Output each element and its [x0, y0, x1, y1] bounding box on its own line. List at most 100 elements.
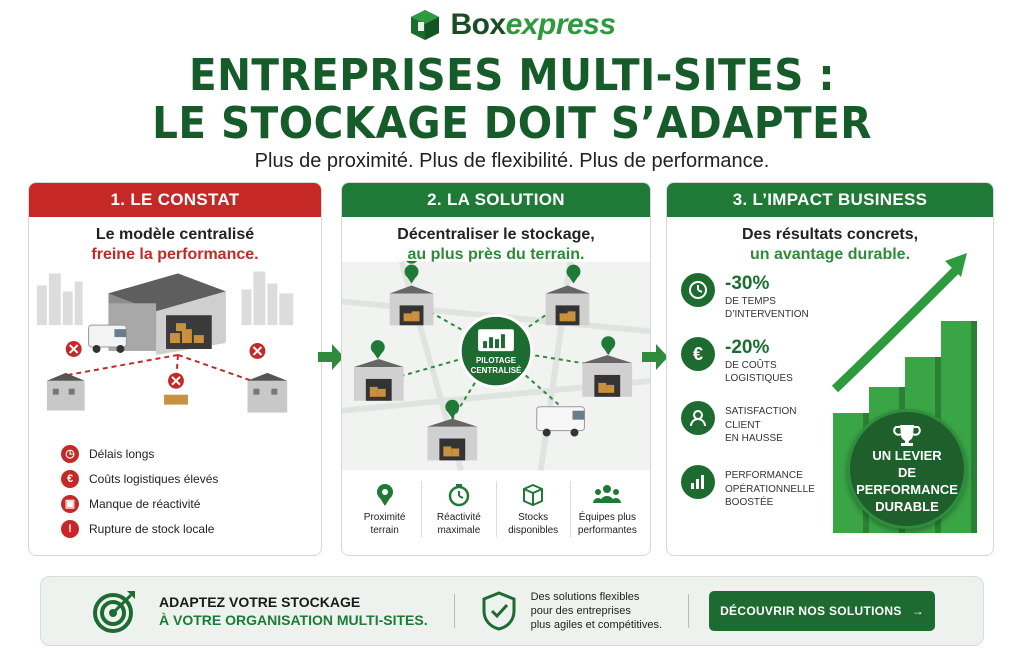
stat-line2: D’INTERVENTION	[725, 309, 809, 320]
arrow-right-icon	[642, 344, 668, 370]
footer-desc-line1: Des solutions flexibles	[530, 591, 640, 603]
badge-line3: DURABLE	[875, 499, 939, 514]
location-pin-icon	[376, 484, 393, 506]
panel-impact-lead-line1: Des résultats concrets,	[741, 226, 919, 243]
stat-line1: DE COÛTS	[725, 360, 777, 371]
feature-line1: Réactivité	[436, 512, 481, 523]
brand-name-part1: Box	[450, 8, 506, 41]
stat-value: -30%	[725, 273, 770, 294]
feature-line2: maximale	[437, 525, 481, 536]
footer-desc-line2: pour des entreprises	[530, 605, 631, 617]
hub-label-line1: PILOTAGE	[476, 356, 516, 365]
performance-badge: UN LEVIER DE PERFORMANCE DURABLE	[847, 409, 967, 529]
panel-solution-header: 2. LA SOLUTION	[342, 183, 650, 217]
location-pin-icon	[370, 261, 616, 419]
issue-label: Rupture de stock locale	[89, 521, 215, 536]
box-logo-icon	[411, 10, 440, 40]
issue-label: Coûts logistiques élevés	[89, 471, 219, 486]
stat-line3: EN HAUSSE	[725, 433, 783, 444]
brand-name-part2: express	[505, 8, 616, 41]
panel-solution-lead-line1: Décentraliser le stockage,	[397, 226, 595, 243]
panel-solution-lead: Décentraliser le stockage, au plus près …	[342, 225, 650, 265]
stopwatch-icon	[448, 484, 470, 507]
feature-item: Équipes plus performantes	[569, 481, 644, 537]
panel-impact-lead-line2: un avantage durable.	[749, 246, 911, 263]
stat-line1: DE TEMPS	[725, 296, 776, 307]
badge-line2: DE PERFORMANCE	[856, 465, 958, 497]
panel-constat-lead: Le modèle centralisé freine la performan…	[29, 225, 321, 265]
panel-solution-lead-line2: au plus près du terrain.	[407, 246, 585, 263]
footer-cta-text: ADAPTEZ VOTRE STOCKAGE À VOTRE ORGANISAT…	[159, 593, 428, 629]
feature-line2: terrain	[370, 525, 399, 536]
feature-item: Réactivité maximale	[421, 481, 495, 537]
panel-constat: 1. LE CONSTAT Le modèle centralisé frein…	[28, 182, 322, 556]
panel-constat-lead-line2: freine la performance.	[91, 246, 259, 263]
box-icon: ▣	[61, 494, 79, 513]
issue-item: ◷ Délais longs	[61, 441, 218, 466]
feature-line1: Stocks	[518, 512, 549, 523]
alert-icon: !	[61, 519, 79, 538]
euro-icon: €	[681, 337, 715, 371]
impact-stats: -30% DE TEMPS D’INTERVENTION € -20% DE C…	[681, 273, 841, 529]
page-title-line2: LE STOCKAGE DOIT S’ADAPTER	[152, 98, 872, 149]
bar-chart-icon	[681, 465, 715, 499]
issue-item: ▣ Manque de réactivité	[61, 491, 218, 516]
feature-line1: Équipes plus	[578, 512, 636, 523]
arrow-right-icon: →	[911, 604, 924, 618]
box-icon	[523, 483, 544, 507]
panel-constat-header: 1. LE CONSTAT	[29, 183, 321, 217]
badge-line1: UN LEVIER	[872, 448, 942, 463]
footer-cta-line2: À VOTRE ORGANISATION MULTI-SITES.	[159, 612, 428, 628]
user-icon	[681, 401, 715, 435]
trophy-icon	[893, 425, 921, 446]
page-title-line1: ENTREPRISES MULTI-SITES :	[188, 50, 836, 101]
discover-solutions-label: DÉCOUVRIR NOS SOLUTIONS	[720, 604, 902, 618]
panel-solution: 2. LA SOLUTION Décentraliser le stockage…	[341, 182, 651, 556]
brand-name: Boxexpress	[450, 8, 616, 42]
warehouse-icon	[353, 285, 633, 461]
footer-divider	[688, 594, 690, 628]
clock-icon	[681, 273, 715, 307]
stat-line1: SATISFACTION	[725, 406, 797, 417]
team-icon	[593, 485, 622, 503]
brand-header: Boxexpress	[0, 8, 1024, 42]
stat-value: -20%	[725, 337, 770, 358]
stat-line2: OPÉRATIONNELLE	[725, 484, 815, 495]
issue-item: ! Rupture de stock locale	[61, 516, 218, 541]
footer-desc-line3: plus agiles et compétitives.	[530, 619, 663, 631]
centralized-warehouse-illustration	[36, 271, 294, 413]
issue-item: € Coûts logistiques élevés	[61, 466, 218, 491]
panel-impact: 3. L’IMPACT BUSINESS Des résultats concr…	[666, 182, 994, 556]
stat-line3: BOOSTÉE	[725, 497, 774, 508]
stat-line2: LOGISTIQUES	[725, 373, 793, 384]
arrow-right-icon	[318, 344, 344, 370]
stat-item: € -20% DE COÛTS LOGISTIQUES	[681, 337, 841, 401]
van-icon	[536, 406, 585, 437]
stat-item: -30% DE TEMPS D’INTERVENTION	[681, 273, 841, 337]
panel-impact-header: 3. L’IMPACT BUSINESS	[667, 183, 993, 217]
panel-constat-lead-line1: Le modèle centralisé	[95, 226, 255, 243]
footer-description: Des solutions flexibles pour des entrepr…	[531, 590, 662, 632]
decentralized-network-illustration: PILOTAGE CENTRALISÉ	[342, 261, 650, 471]
issue-list: ◷Délais longs €Coûts logistiques élevés …	[61, 441, 218, 541]
issue-label: Délais longs	[89, 446, 155, 461]
footer-divider	[453, 594, 455, 628]
target-icon	[93, 591, 135, 633]
issue-label: Manque de réactivité	[89, 496, 201, 511]
shield-check-icon	[482, 591, 516, 631]
stat-line1: PERFORMANCE	[725, 470, 803, 481]
red-cross-pin-icon	[65, 341, 266, 389]
discover-solutions-button[interactable]: DÉCOUVRIR NOS SOLUTIONS →	[709, 591, 936, 631]
footer-banner: ADAPTEZ VOTRE STOCKAGE À VOTRE ORGANISAT…	[40, 576, 984, 646]
feature-line1: Proximité	[363, 512, 406, 523]
feature-item: Stocks disponibles	[495, 481, 570, 537]
stat-line2: CLIENT	[725, 420, 761, 431]
feature-item: Proximité terrain	[348, 481, 421, 537]
feature-row: Proximité terrain Réactivité maximale St…	[348, 481, 644, 537]
clock-icon: ◷	[61, 444, 79, 463]
footer-cta-line1: ADAPTEZ VOTRE STOCKAGE	[159, 594, 361, 610]
euro-icon: €	[61, 469, 79, 488]
hub-label-line2: CENTRALISÉ	[471, 366, 522, 375]
page-subtitle: Plus de proximité. Plus de flexibilité. …	[254, 150, 770, 172]
